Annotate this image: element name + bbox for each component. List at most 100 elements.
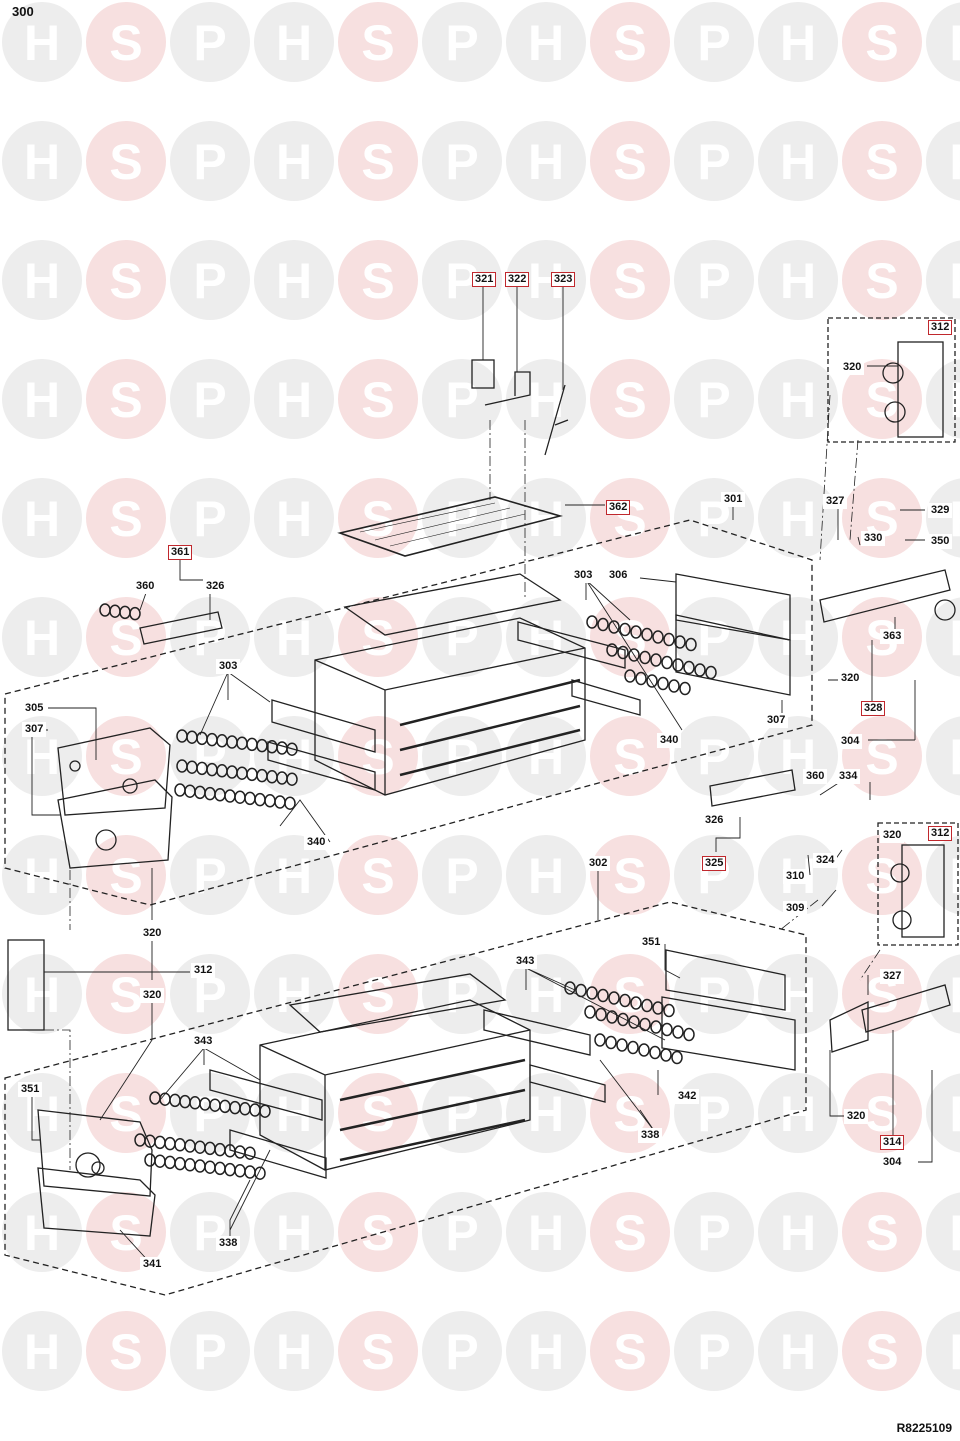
watermark-circle	[254, 2, 334, 82]
o-ring	[254, 1166, 266, 1180]
callout-361[interactable]: 361	[168, 545, 193, 560]
watermark-letter: S	[361, 610, 394, 666]
callout-360[interactable]: 360	[133, 579, 158, 594]
o-ring	[244, 791, 256, 806]
callout-305[interactable]: 305	[22, 701, 47, 716]
callout-334[interactable]: 334	[836, 769, 861, 784]
o-ring	[657, 676, 669, 691]
inset-312-top-outline	[827, 317, 956, 443]
callout-312[interactable]: 312	[191, 963, 216, 978]
callout-310[interactable]: 310	[783, 869, 808, 884]
callout-362[interactable]: 362	[606, 500, 631, 515]
watermark-letter: H	[276, 253, 312, 309]
pipe-314	[861, 984, 951, 1033]
callout-327[interactable]: 327	[823, 494, 848, 509]
callout-320[interactable]: 320	[140, 988, 165, 1003]
callout-341[interactable]: 341	[140, 1257, 165, 1272]
o-ring	[597, 617, 609, 632]
watermark-circle	[926, 240, 960, 320]
callout-320[interactable]: 320	[840, 360, 865, 375]
callout-329[interactable]: 329	[928, 503, 953, 518]
callout-360[interactable]: 360	[803, 769, 828, 784]
callout-312[interactable]: 312	[928, 826, 953, 841]
callout-363[interactable]: 363	[880, 629, 905, 644]
leader-lines	[31, 284, 933, 1266]
watermark-circle	[926, 1311, 960, 1391]
callout-309[interactable]: 309	[783, 901, 808, 916]
callout-330[interactable]: 330	[861, 531, 886, 546]
o-ring	[174, 1138, 186, 1152]
callout-327[interactable]: 327	[880, 969, 905, 984]
callout-307[interactable]: 307	[22, 722, 47, 737]
callout-338[interactable]: 338	[638, 1128, 663, 1143]
watermark-letter: S	[361, 15, 394, 71]
callout-338[interactable]: 338	[216, 1236, 241, 1251]
watermark-letter: H	[24, 134, 60, 190]
gasket-plate-343-right	[483, 1009, 591, 1056]
callout-302[interactable]: 302	[586, 856, 611, 871]
watermark-letter: S	[361, 729, 394, 785]
callout-301[interactable]: 301	[721, 492, 746, 507]
callout-343[interactable]: 343	[191, 1034, 216, 1049]
watermark-circle	[170, 597, 250, 677]
watermark-circle	[926, 954, 960, 1034]
o-ring	[663, 632, 675, 647]
callout-325[interactable]: 325	[702, 856, 727, 871]
callout-320[interactable]: 320	[140, 926, 165, 941]
callout-314[interactable]: 314	[880, 1135, 905, 1150]
callout-320[interactable]: 320	[844, 1109, 869, 1124]
watermark-circle	[2, 478, 82, 558]
callout-303[interactable]: 303	[571, 568, 596, 583]
plate-361	[139, 611, 223, 645]
callout-322[interactable]: 322	[505, 272, 530, 287]
watermark-letter: P	[697, 15, 730, 71]
watermark-circle	[422, 716, 502, 796]
watermark-circle	[590, 359, 670, 439]
callout-304[interactable]: 304	[838, 734, 863, 749]
watermark-letter: S	[865, 372, 898, 428]
callout-306[interactable]: 306	[606, 568, 631, 583]
callout-324[interactable]: 324	[813, 853, 838, 868]
watermark-letter: S	[109, 253, 142, 309]
callout-342[interactable]: 342	[675, 1089, 700, 1104]
callout-351[interactable]: 351	[639, 935, 664, 950]
probe-323	[544, 384, 569, 456]
callout-328[interactable]: 328	[861, 701, 886, 716]
o-ring	[608, 620, 620, 634]
o-ring	[630, 996, 642, 1010]
watermark-letter: P	[949, 729, 960, 785]
callout-304[interactable]: 304	[880, 1155, 905, 1170]
watermark-circle	[422, 835, 502, 915]
callout-312[interactable]: 312	[928, 320, 953, 335]
callout-323[interactable]: 323	[551, 272, 576, 287]
o-ring	[674, 635, 686, 649]
callout-326[interactable]: 326	[203, 579, 228, 594]
watermark-letter: S	[613, 253, 646, 309]
o-ring	[224, 1162, 236, 1177]
watermark-letter: S	[865, 15, 898, 71]
callout-340[interactable]: 340	[304, 835, 329, 850]
watermark-letter: P	[193, 372, 226, 428]
gasket-plate-343-left	[209, 1069, 323, 1121]
callout-307[interactable]: 307	[764, 713, 789, 728]
callout-340[interactable]: 340	[657, 733, 682, 748]
callout-303[interactable]: 303	[216, 659, 241, 674]
watermark-letter: S	[361, 967, 394, 1023]
watermark-letter: H	[528, 1324, 564, 1380]
watermark-circle	[842, 1073, 922, 1153]
watermark-letter: H	[276, 372, 312, 428]
o-ring	[652, 1001, 664, 1015]
watermark-letter: P	[949, 967, 960, 1023]
watermark-letter: S	[613, 729, 646, 785]
callout-351[interactable]: 351	[18, 1082, 43, 1097]
callout-350[interactable]: 350	[928, 534, 953, 549]
callout-320[interactable]: 320	[880, 828, 905, 843]
watermark-letter: H	[780, 134, 816, 190]
callout-320[interactable]: 320	[838, 671, 863, 686]
watermark-circle	[926, 1192, 960, 1272]
watermark-letter: S	[865, 1205, 898, 1261]
callout-343[interactable]: 343	[513, 954, 538, 969]
callout-321[interactable]: 321	[472, 272, 497, 287]
o-ring	[683, 1027, 695, 1042]
callout-326[interactable]: 326	[702, 813, 727, 828]
